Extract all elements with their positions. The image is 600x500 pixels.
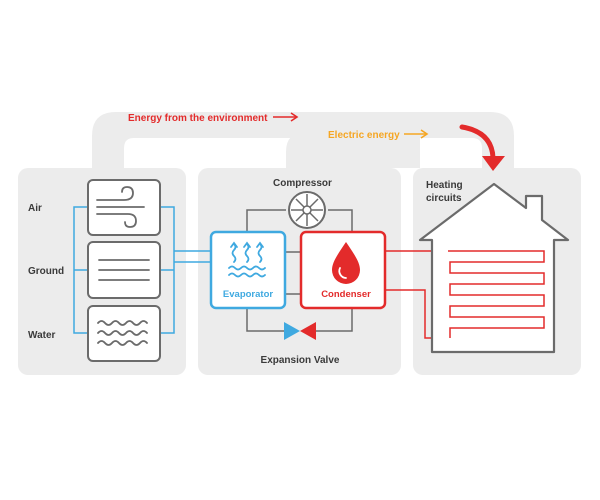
expansion-valve-icon	[284, 322, 316, 340]
curved-arrow-icon	[459, 124, 505, 171]
air-source-box	[87, 179, 161, 236]
source-loop-pipes	[73, 206, 211, 334]
source-label-water: Water	[28, 330, 56, 341]
heat-waves-icon	[228, 241, 266, 278]
wind-icon	[96, 186, 145, 228]
heat-pump-panel	[198, 168, 401, 375]
compressor-label: Compressor	[273, 178, 332, 189]
source-label-air: Air	[28, 203, 42, 214]
water-source-box	[87, 305, 161, 362]
house-icon	[418, 182, 570, 354]
energy-environment-label: Energy from the environment	[128, 113, 268, 124]
arrow-right-icon	[404, 129, 429, 139]
underfloor-heating-coil	[448, 250, 545, 338]
water-waves-icon	[97, 320, 148, 346]
evaporator-label: Evaporator	[223, 289, 273, 300]
ground-source-box	[87, 241, 161, 299]
evaporator-box: Evaporator	[209, 230, 287, 310]
compressor-fan-icon	[288, 191, 326, 229]
heating-label-line1: Heating	[426, 180, 463, 191]
source-label-ground: Ground	[28, 266, 64, 277]
electric-energy-label: Electric energy	[328, 130, 400, 141]
arrow-right-icon	[273, 112, 299, 122]
condenser-label: Condenser	[321, 289, 371, 300]
ground-layers-icon	[98, 259, 150, 281]
expansion-valve-label: Expansion Valve	[261, 355, 340, 366]
heating-label-line2: circuits	[426, 193, 462, 204]
condenser-box: Condenser	[299, 230, 387, 310]
refrigerant-circuit-pipes	[246, 209, 353, 332]
